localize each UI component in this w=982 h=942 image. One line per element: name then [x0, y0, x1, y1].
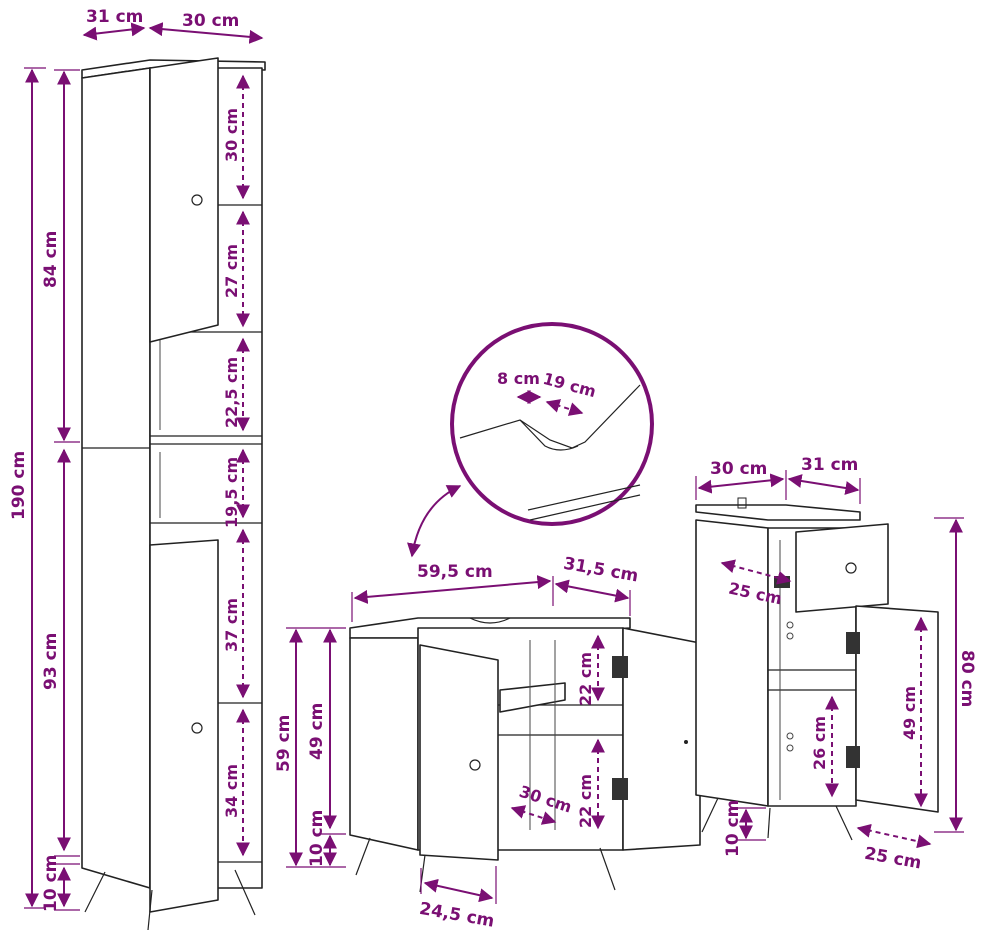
label-compartment-5: 37 cm [222, 598, 241, 652]
label-tall-total-height: 190 cm [9, 451, 29, 520]
label-sink-total-height: 59 cm [274, 715, 294, 772]
label-compartment-3: 22,5 cm [222, 357, 241, 428]
dim-line-width-front [148, 22, 264, 44]
label-sink-body-height: 49 cm [307, 703, 327, 760]
dim-line-small-drawer-depth [720, 559, 792, 585]
dim-line-sink-depth [554, 579, 630, 603]
small-cabinet-dimensions: 30 cm 31 cm 25 cm 80 cm 49 cm 26 cm 10 c… [695, 455, 977, 874]
label-tall-upper-height: 84 cm [41, 231, 61, 288]
dim-line-small-door-width [856, 823, 932, 849]
cutout-detail: 8 cm 19 cm [407, 322, 654, 558]
dim-line-sink-width [353, 575, 552, 604]
dim-line-sink-inner-depth [510, 805, 557, 825]
detail-pointer-arrow [407, 485, 462, 558]
dim-line-small-width [697, 473, 785, 494]
label-sink-door-width: 24,5 cm [418, 899, 496, 932]
label-tall-width-front: 30 cm [182, 11, 239, 31]
label-small-door-width: 25 cm [863, 844, 923, 874]
dim-line-width-side [82, 22, 146, 41]
sink-cabinet [349, 617, 701, 893]
label-small-door-height: 49 cm [900, 686, 919, 740]
label-tall-width-side: 31 cm [86, 7, 143, 27]
label-small-depth: 31 cm [801, 455, 858, 475]
label-small-compartment: 26 cm [810, 716, 829, 770]
dim-line-small-depth [787, 474, 860, 495]
label-compartment-4: 19,5 cm [222, 457, 241, 528]
label-sink-depth: 31,5 cm [562, 554, 640, 587]
label-sink-width: 59,5 cm [417, 562, 493, 582]
label-compartment-1: 30 cm [222, 108, 241, 162]
tall-cabinet [81, 57, 266, 931]
small-cabinet [695, 497, 939, 841]
dim-line-sink-door-width [423, 878, 494, 903]
label-compartment-6: 34 cm [222, 764, 241, 818]
label-small-total-height: 80 cm [957, 650, 977, 707]
label-small-width: 30 cm [710, 459, 767, 479]
label-small-leg-height: 10 cm [723, 800, 743, 857]
label-cutout-depth: 8 cm [497, 369, 540, 388]
label-sink-shelf-upper: 22 cm [576, 652, 595, 706]
label-tall-lower-height: 93 cm [41, 633, 61, 690]
label-sink-shelf-lower: 22 cm [576, 774, 595, 828]
label-sink-leg-height: 10 cm [307, 810, 327, 867]
label-tall-leg-height: 10 cm [41, 855, 61, 912]
tall-cabinet-dimensions: 31 cm 30 cm 190 cm 84 cm 93 cm 10 cm 30 … [9, 7, 264, 912]
label-compartment-2: 27 cm [222, 244, 241, 298]
dim-line-cutout-width [545, 399, 584, 416]
